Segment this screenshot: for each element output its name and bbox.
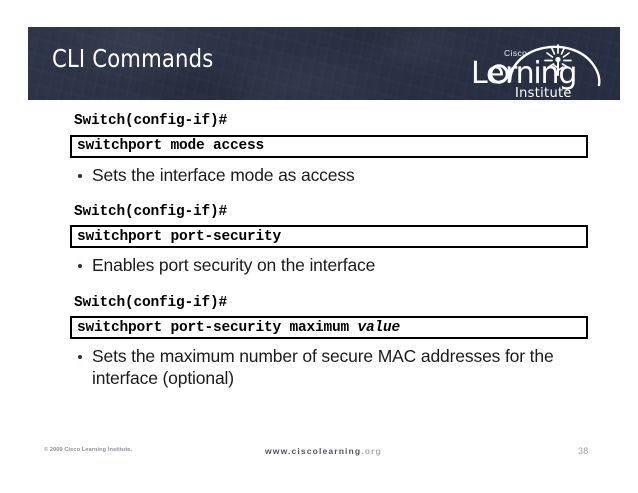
command-box: switchport port-security maximum value bbox=[70, 316, 588, 340]
bullet-dot-icon bbox=[78, 173, 82, 178]
command-box: switchport port-security bbox=[70, 225, 588, 249]
logo-word-text: Le bbox=[471, 56, 503, 91]
logo-word-text-2: rning bbox=[505, 56, 576, 91]
logo-subword-text: Institute bbox=[515, 86, 572, 99]
slide-body: Switch(config-if)# switchport mode acces… bbox=[70, 112, 590, 406]
slide-footer: © 2009 Cisco Learning Institute. www.cis… bbox=[0, 446, 638, 462]
footer-url: www.ciscolearning.org bbox=[265, 446, 382, 456]
bullet-dot-icon bbox=[78, 355, 82, 360]
command-text-literal: switchport port-security maximum bbox=[77, 319, 358, 336]
starburst-tree-icon bbox=[544, 44, 572, 76]
page-number: 38 bbox=[578, 446, 589, 456]
bullet-dot-icon bbox=[78, 264, 82, 269]
command-text: switchport mode access bbox=[77, 138, 265, 155]
page-title: CLI Commands bbox=[52, 44, 214, 73]
cli-prompt: Switch(config-if)# bbox=[74, 113, 228, 129]
bullet-text: Sets the interface mode as access bbox=[92, 164, 355, 185]
footer-url-light: .org bbox=[361, 446, 382, 456]
command-group: Switch(config-if)# switchport port-secur… bbox=[70, 294, 590, 389]
bullet-item: Enables port security on the interface bbox=[70, 255, 590, 276]
command-box: switchport mode access bbox=[70, 134, 588, 158]
slide-header-banner: CLI Commands bbox=[28, 27, 620, 100]
command-group: Switch(config-if)# switchport port-secur… bbox=[70, 203, 590, 277]
command-parameter: value bbox=[357, 319, 401, 336]
cisco-learning-institute-logo: Cisco Le rning Institute bbox=[458, 29, 610, 99]
command-group: Switch(config-if)# switchport mode acces… bbox=[70, 112, 590, 186]
bullet-item: Sets the interface mode as access bbox=[70, 165, 590, 186]
bullet-item: Sets the maximum number of secure MAC ad… bbox=[70, 346, 590, 389]
bullet-text: Enables port security on the interface bbox=[92, 255, 376, 276]
cli-prompt: Switch(config-if)# bbox=[74, 203, 228, 220]
logo-brand-text: Cisco bbox=[504, 48, 527, 58]
cli-prompt: Switch(config-if)# bbox=[74, 294, 228, 311]
footer-copyright: © 2009 Cisco Learning Institute. bbox=[44, 447, 133, 453]
bullet-text: Sets the maximum number of secure MAC ad… bbox=[92, 346, 554, 388]
footer-url-dark: www.ciscolearning bbox=[265, 446, 362, 456]
command-text: switchport port-security bbox=[77, 228, 282, 245]
command-text: switchport port-security maximum value bbox=[77, 320, 400, 336]
